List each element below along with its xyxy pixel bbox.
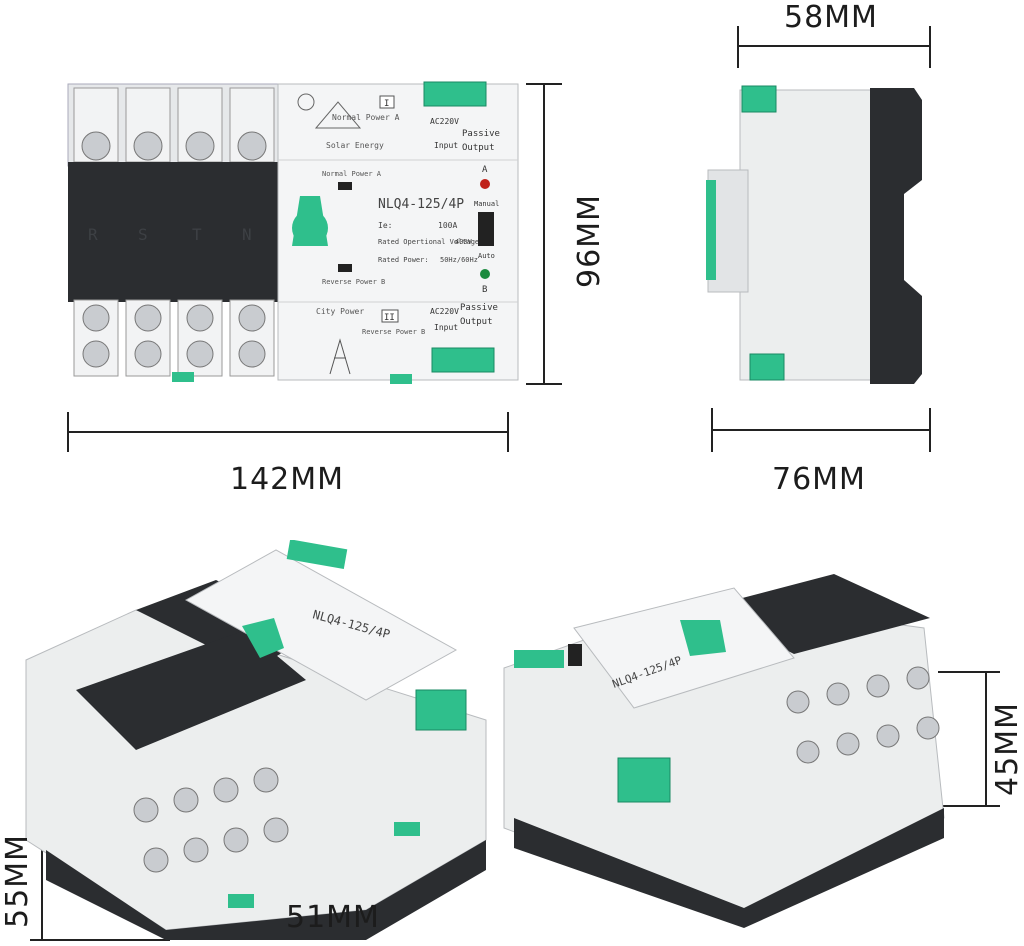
rated-power-label: Rated Power: [378,256,429,264]
iso-right-view: NLQ4-125/4P [503,574,945,928]
city-power-label: City Power [316,307,364,316]
manual-label: Manual [474,200,499,208]
indicator-b-label: B [482,285,487,295]
dim-51mm: 51MM [286,900,380,935]
switch-reverse-label: Reverse Power B [322,278,385,286]
top-terminals [73,87,275,163]
pole-letter: S [138,225,148,244]
pole-letter: R [88,225,98,244]
iso-right-terminals [786,666,940,764]
dim-76mm: 76MM [772,462,866,497]
passive-top: Passive [462,129,500,139]
roman-two: II [384,313,395,323]
input-top: Input [434,141,458,150]
rated-voltage-label: Rated Opertional Voltage: [378,238,483,246]
dim-58mm: 58MM [784,0,878,35]
rated-power-value: 50Hz/60Hz [440,256,478,264]
ie-label: Ie: [378,221,392,230]
ac220v-bottom: AC220V [430,307,459,316]
model-label: NLQ4-125/4P [378,197,464,212]
solar-energy-label: Solar Energy [326,141,384,150]
indicator-a-label: A [482,165,488,175]
input-bottom: Input [434,323,458,332]
output-top: Output [462,143,495,153]
output-bottom: Output [460,317,493,327]
side-view [706,85,922,384]
reverse-power-b-label: Reverse Power B [362,328,425,336]
iso-left-terminals [133,767,289,873]
dim-142mm: 142MM [230,462,345,497]
normal-power-a-label: Normal Power A [332,113,400,122]
rated-voltage-value: 400V [455,238,473,246]
roman-one: I [384,99,389,109]
dim-55mm: 55MM [0,834,35,928]
bottom-terminals [73,299,275,377]
front-view: R S T N Solar Energy Normal Power A I AC… [67,81,519,384]
ie-value: 100A [438,221,457,230]
switch-normal-label: Normal Power A [322,170,382,178]
dim-45mm: 45MM [990,702,1024,796]
pole-letter: N [242,225,252,244]
passive-bottom: Passive [460,303,498,313]
dim-96mm: 96MM [572,194,607,288]
ac220v-top: AC220V [430,117,459,126]
pole-letter: T [192,225,202,244]
iso-left-view: NLQ4-125/4P [25,540,487,940]
auto-label: Auto [478,252,495,260]
